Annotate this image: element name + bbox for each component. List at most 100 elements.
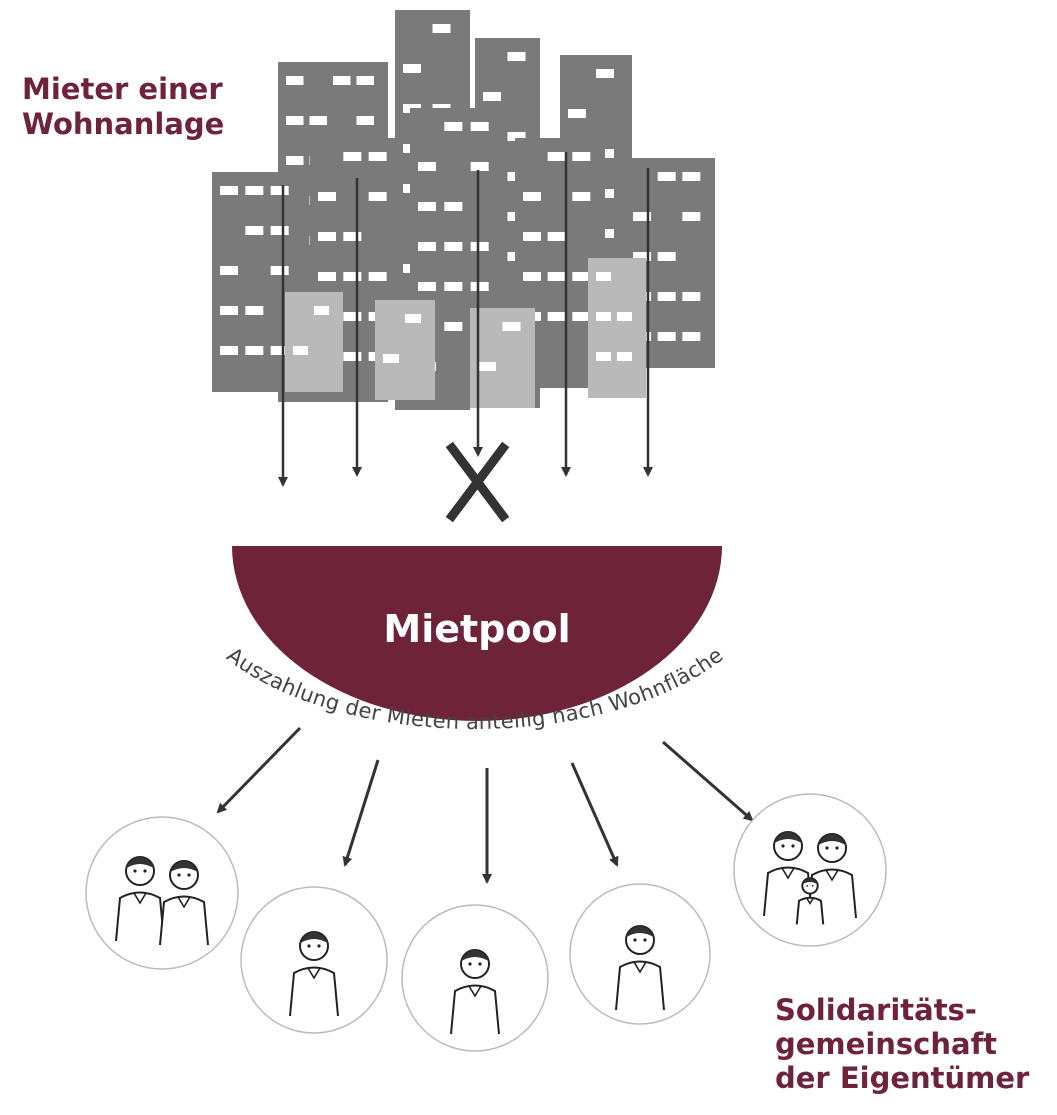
window (418, 162, 436, 171)
pool-label: Mietpool (383, 607, 570, 651)
window (507, 52, 526, 61)
window (343, 272, 362, 281)
window (572, 312, 591, 321)
window (682, 332, 701, 341)
window (617, 312, 632, 321)
person-circle (733, 793, 887, 947)
window (547, 272, 566, 281)
window (483, 92, 501, 101)
window (383, 354, 399, 363)
window (343, 232, 362, 241)
window (270, 186, 289, 195)
window (572, 272, 591, 281)
window (220, 306, 238, 315)
buildings-group (212, 10, 715, 410)
person-circle (401, 904, 549, 1052)
window (523, 232, 541, 241)
window (478, 362, 496, 371)
window (293, 346, 308, 355)
window (220, 266, 238, 275)
window (633, 212, 651, 221)
person-icon (289, 931, 339, 1017)
window (682, 292, 701, 301)
building-icon (588, 258, 646, 398)
window (633, 252, 651, 261)
payout-arrow (662, 740, 754, 822)
window (502, 322, 521, 331)
window (418, 202, 436, 211)
window (286, 116, 304, 125)
tenants-label: Mieter einer Wohnanlage (22, 72, 225, 142)
pool-bowl (232, 546, 722, 721)
window (470, 242, 489, 251)
window (286, 156, 304, 165)
person-icon (115, 856, 209, 946)
payout-arrow (342, 759, 380, 867)
window (368, 272, 387, 281)
window (418, 282, 436, 291)
window (418, 242, 436, 251)
window (405, 314, 421, 323)
person-circle (85, 816, 239, 970)
window (309, 116, 327, 125)
window (568, 109, 586, 118)
window (596, 312, 611, 321)
window (657, 172, 676, 181)
window (333, 76, 351, 85)
window (220, 186, 238, 195)
window (314, 306, 329, 315)
window (507, 132, 526, 141)
person-circle (569, 883, 711, 1025)
window (343, 312, 362, 321)
window (596, 272, 611, 281)
person-icon (450, 949, 500, 1035)
window (470, 282, 489, 291)
window (617, 352, 632, 361)
person-icon (763, 831, 857, 925)
window (657, 332, 676, 341)
window (523, 272, 541, 281)
window (547, 152, 566, 161)
window (356, 116, 374, 125)
window (270, 346, 289, 355)
window (368, 192, 387, 201)
window (432, 24, 451, 33)
window (245, 306, 264, 315)
window (682, 212, 701, 221)
window (682, 172, 701, 181)
person-icon (615, 925, 665, 1011)
payout-arrow (216, 726, 302, 814)
window (368, 152, 387, 161)
payout-arrows (216, 726, 754, 884)
tenant-arrows (278, 152, 653, 487)
window (343, 152, 362, 161)
x-icon (445, 441, 510, 523)
window (245, 226, 264, 235)
window (286, 76, 304, 85)
window (270, 266, 289, 275)
window (657, 252, 676, 261)
owners-group (85, 793, 887, 1052)
window (270, 226, 289, 235)
window (220, 346, 238, 355)
window (245, 346, 264, 355)
window (318, 272, 336, 281)
window (245, 186, 264, 195)
window (547, 312, 566, 321)
window (444, 242, 463, 251)
window (657, 292, 676, 301)
window (523, 192, 541, 201)
window (444, 322, 463, 331)
window (444, 202, 463, 211)
window (444, 282, 463, 291)
window (444, 122, 463, 131)
window (547, 232, 566, 241)
payout-arrow (570, 762, 619, 867)
window (318, 232, 336, 241)
owners-label: Solidaritäts- gemeinschaft der Eigentüme… (775, 993, 1030, 1096)
window (343, 352, 362, 361)
window (403, 64, 421, 73)
window (572, 192, 591, 201)
window (596, 352, 611, 361)
